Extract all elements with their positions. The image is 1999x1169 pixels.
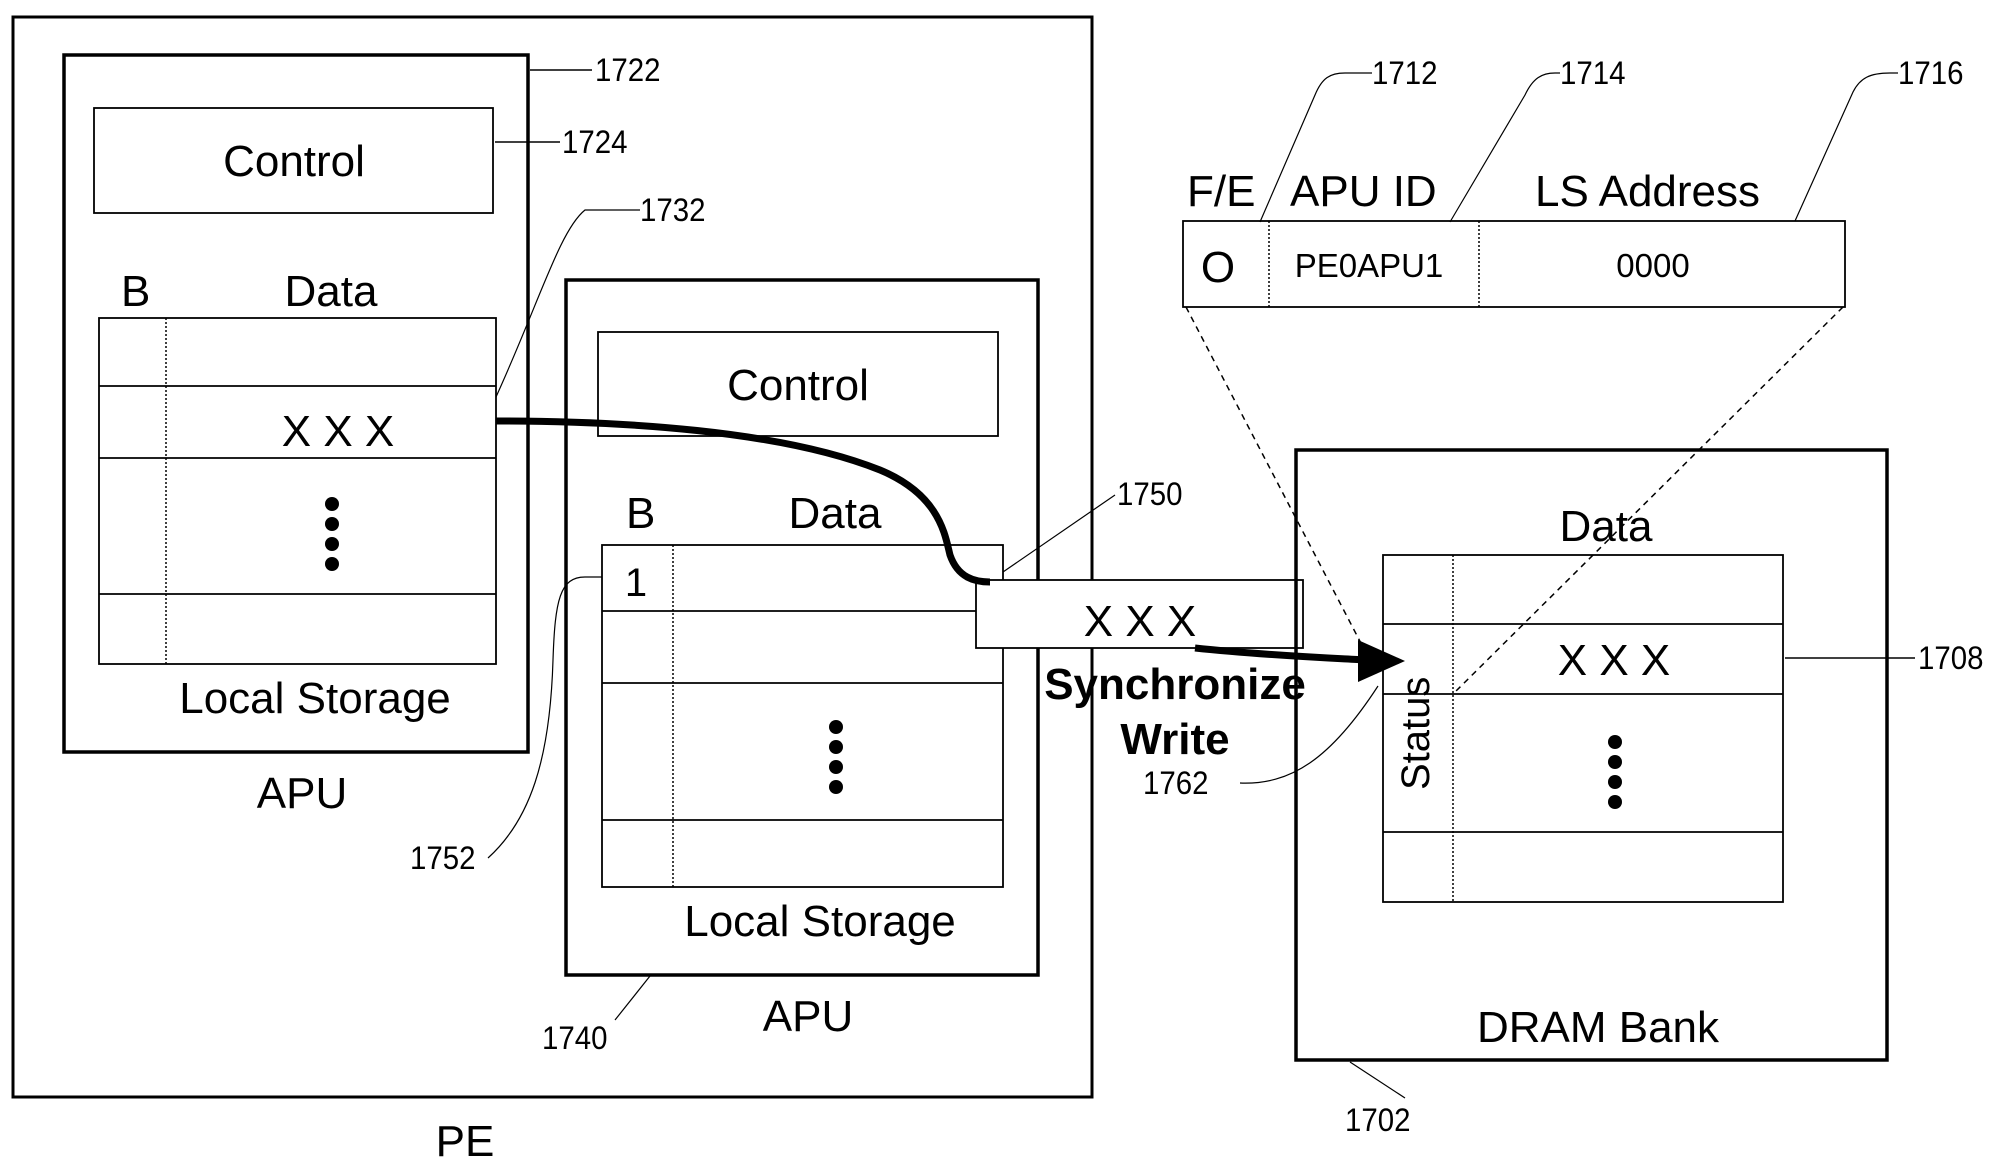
apu-1-row-data-value: X X X: [281, 407, 395, 456]
status-header-apu-id: APU ID: [1290, 167, 1437, 216]
apu-1-control-box: [93, 107, 494, 214]
status-ref-apu-id: 1714: [1560, 55, 1626, 91]
status-ref-fe: 1712: [1372, 55, 1438, 91]
status-value-ls-address: 0000: [1616, 247, 1690, 284]
apu-1-row-ref: 1732: [640, 192, 706, 228]
apu-2-control-label: Control: [727, 361, 869, 410]
apu-2-busy-bit-ref: 1752: [410, 840, 476, 876]
dram-table: [1382, 554, 1784, 903]
apu-1-col-b-header: B: [121, 267, 151, 316]
apu-2-col-b-header: B: [626, 489, 656, 538]
status-ref-ls-address: 1716: [1898, 55, 1964, 91]
apu-1-control-label: Control: [223, 137, 365, 186]
transfer-buffer-ref: 1750: [1117, 476, 1183, 512]
dram-col-status-header: Status: [1394, 676, 1438, 790]
apu-2-busy-bit-value: 1: [624, 561, 648, 605]
dram-ellipsis-icon: [1608, 735, 1622, 815]
dram-row-data-value: X X X: [1557, 636, 1671, 685]
status-value-fe: O: [1200, 243, 1236, 292]
apu-1-ref: 1722: [595, 52, 661, 88]
transfer-buffer-box: [975, 579, 1304, 649]
operation-label-line2: Write: [1120, 715, 1230, 764]
apu-1-label: APU: [256, 769, 348, 818]
apu-2-ellipsis-icon: [829, 720, 843, 800]
status-ref: 1762: [1143, 765, 1209, 801]
apu-2-ref: 1740: [542, 1020, 608, 1056]
status-header-ls-address: LS Address: [1535, 167, 1761, 216]
status-header-fe: F/E: [1187, 167, 1256, 216]
apu-1-ls-table: [98, 317, 497, 665]
apu-1-box: [62, 53, 530, 754]
apu-2-col-data-header: Data: [788, 489, 882, 538]
status-entry-table: [1182, 220, 1846, 308]
apu-1-ellipsis-icon: [325, 497, 339, 577]
apu-2-ls-table: [601, 544, 1004, 888]
status-value-apu-id: PE0APU1: [1294, 247, 1444, 284]
transfer-buffer-value: X X X: [1083, 597, 1197, 646]
pe-box: [11, 15, 1094, 1099]
apu-1-col-data-header: Data: [284, 267, 378, 316]
apu-2-control-box: [597, 331, 999, 437]
dram-bank-label: DRAM Bank: [1476, 1003, 1720, 1052]
synchronize-write-arrow-shaft: [1194, 644, 1366, 664]
operation-label-line1: Synchronize: [1044, 660, 1306, 709]
dram-bank-box: [1294, 448, 1889, 1062]
pe-label: PE: [435, 1117, 495, 1166]
dram-row-ref: 1708: [1918, 640, 1984, 676]
apu-1-control-ref: 1724: [562, 124, 628, 160]
apu-2-label: APU: [762, 992, 854, 1041]
write-path-curve: [495, 417, 991, 586]
apu-2-ls-label: Local Storage: [684, 897, 956, 946]
dram-col-data-header: Data: [1559, 502, 1653, 551]
synchronize-write-arrowhead: [1358, 640, 1405, 682]
dram-bank-ref: 1702: [1345, 1102, 1411, 1138]
apu-1-ls-label: Local Storage: [179, 674, 451, 723]
